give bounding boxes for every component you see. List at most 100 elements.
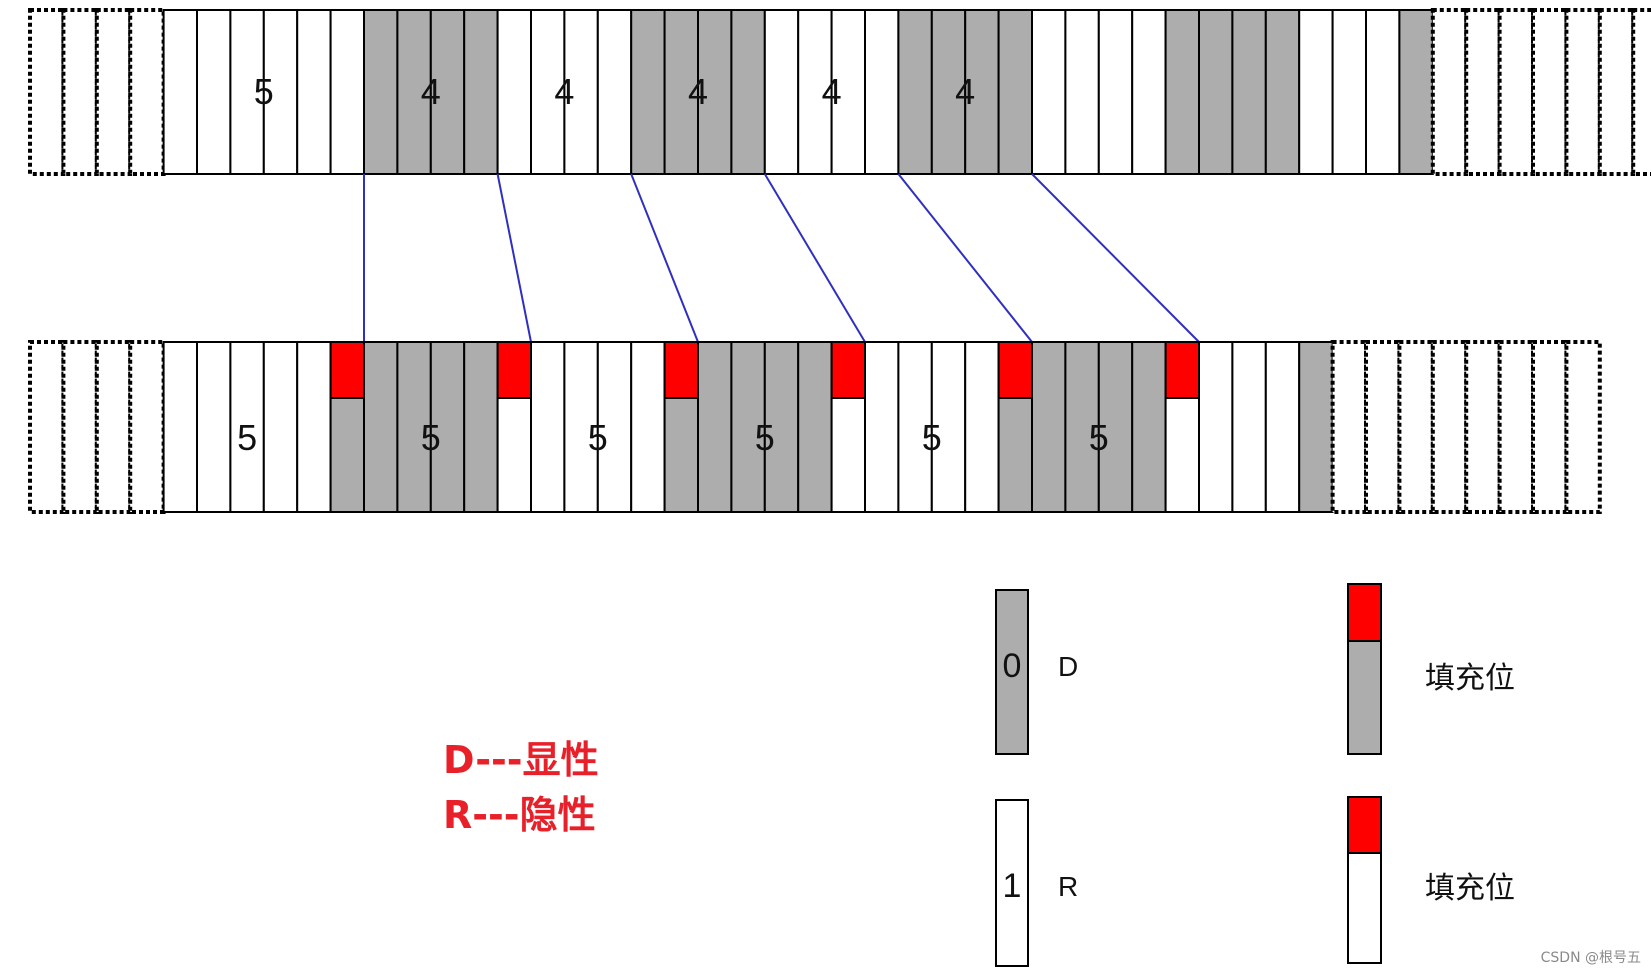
recessive-bit-cell	[1331, 9, 1367, 175]
recessive-bit-cell	[296, 9, 332, 175]
legend-recessive: 1 R	[995, 799, 1078, 967]
recessive-bit-cell	[229, 9, 265, 175]
recessive-bit-cell	[864, 9, 900, 175]
recessive-bit-cell	[1231, 341, 1267, 513]
legend-stuff-dominant-mark	[1347, 583, 1382, 642]
recessive-bit-cell	[563, 9, 599, 175]
recessive-bit-cell	[530, 341, 566, 513]
recessive-bit-cell	[596, 341, 633, 513]
recessive-bit-cell	[496, 9, 533, 175]
recessive-bit-cell	[964, 341, 1000, 513]
legend-dominant-label: D	[1058, 651, 1078, 682]
idle-bit-cell	[61, 340, 99, 514]
dominant-bit-cell	[396, 9, 432, 175]
dominant-bit-cell	[1231, 9, 1267, 175]
bottom-run-length-label: 5	[1089, 417, 1109, 458]
top-run-length-label: 4	[554, 71, 574, 112]
legend-recessive-label: R	[1058, 871, 1078, 902]
legend-stuff-recessive: 填充位	[1347, 796, 1515, 964]
recessive-bit-cell	[897, 341, 933, 513]
idle-bit-cell	[1497, 340, 1535, 514]
top-run-length-label: 5	[254, 71, 274, 112]
recessive-bit-cell	[1264, 341, 1301, 513]
top-run-length-label: 4	[822, 71, 842, 112]
recessive-bit-cell	[563, 341, 599, 513]
idle-bit-cell	[128, 8, 166, 176]
recessive-bit-cell	[1097, 9, 1134, 175]
dominant-bit-cell	[1198, 9, 1234, 175]
legend-recessive-cell	[995, 799, 1029, 967]
dominant-bit-cell	[1131, 341, 1167, 513]
recessive-bit-cell	[329, 9, 366, 175]
recessive-bit-cell	[229, 341, 265, 513]
recessive-bit-cell	[162, 341, 199, 513]
top-bitstream-row: 5 4 4 4 4 4	[28, 8, 1651, 176]
recessive-bit-cell	[596, 9, 633, 175]
bottom-run-length-label: 5	[922, 417, 942, 458]
recessive-bit-cell	[196, 341, 232, 513]
idle-bit-cell	[1464, 340, 1502, 514]
top-run-length-label: 4	[955, 71, 975, 112]
idle-bit-cell	[28, 8, 66, 176]
idle-bit-cell	[94, 8, 133, 176]
bottom-run-length-label: 5	[588, 417, 608, 458]
legend-stuff-recessive-mark	[1347, 796, 1382, 854]
idle-bit-cell	[94, 340, 133, 514]
dominant-bit-cell	[697, 9, 733, 175]
top-run-length-label: 4	[688, 71, 708, 112]
dominant-bit-cell	[730, 341, 766, 513]
recessive-bit-cell	[530, 9, 566, 175]
bottom-run-length-label: 5	[755, 417, 775, 458]
dominant-bit-cell	[1264, 9, 1301, 175]
stuff-connector-line	[496, 173, 532, 343]
dominant-bit-cell	[1064, 341, 1100, 513]
idle-bit-cell	[1564, 8, 1602, 176]
recessive-bit-cell	[830, 9, 866, 175]
recessive-bit-cell	[1064, 9, 1100, 175]
legend-dominant: 0 D	[995, 589, 1078, 755]
idle-bit-cell	[1564, 340, 1602, 514]
stuff-connector-lines	[363, 173, 1200, 343]
bottom-run-length-label: 5	[421, 417, 441, 458]
idle-bit-cell	[1430, 340, 1469, 514]
dominant-bit-cell	[697, 341, 733, 513]
dominant-bit-cell	[363, 9, 399, 175]
recessive-bit-cell	[1298, 9, 1334, 175]
legend-stuff-label-1: 填充位	[1425, 661, 1515, 696]
dominant-bit-cell	[730, 9, 766, 175]
recessive-bit-cell	[1198, 341, 1234, 513]
recessive-bit-cell	[196, 9, 232, 175]
dominant-bit-cell	[463, 341, 499, 513]
dominant-bit-cell	[897, 9, 933, 175]
legend-recessive-value: 1	[1003, 867, 1022, 905]
recessive-bit-cell	[1131, 9, 1167, 175]
recessive-bit-cell	[763, 9, 800, 175]
recessive-bit-cell	[1031, 9, 1067, 175]
stuff-bit-marker	[830, 341, 866, 399]
legend-dominant-cell	[995, 589, 1029, 755]
stuff-connector-line	[1031, 173, 1200, 343]
dominant-bit-cell	[630, 9, 666, 175]
stuff-connector-line	[763, 173, 866, 343]
dominant-bit-cell	[1398, 9, 1434, 175]
recessive-bit-cell	[262, 341, 299, 513]
recessive-bit-cell	[864, 341, 900, 513]
recessive-bit-cell	[262, 9, 299, 175]
idle-bit-cell	[28, 340, 66, 514]
recessive-bit-cell	[296, 341, 332, 513]
stuff-bit-marker	[1164, 341, 1200, 399]
legend-stuff-dominant: 填充位	[1347, 583, 1515, 755]
idle-bit-cell	[1531, 8, 1569, 176]
recessive-bit-cell	[1365, 9, 1401, 175]
dominant-bit-cell	[396, 341, 432, 513]
idle-bit-cell	[1397, 340, 1435, 514]
dominant-bit-cell	[663, 9, 699, 175]
dominant-bit-cell	[1031, 341, 1067, 513]
recessive-bit-cell	[630, 341, 666, 513]
dominant-bit-cell	[363, 341, 399, 513]
stuff-bit-marker	[329, 341, 366, 399]
idle-bit-cell	[128, 340, 166, 514]
top-run-length-label: 4	[421, 71, 441, 112]
